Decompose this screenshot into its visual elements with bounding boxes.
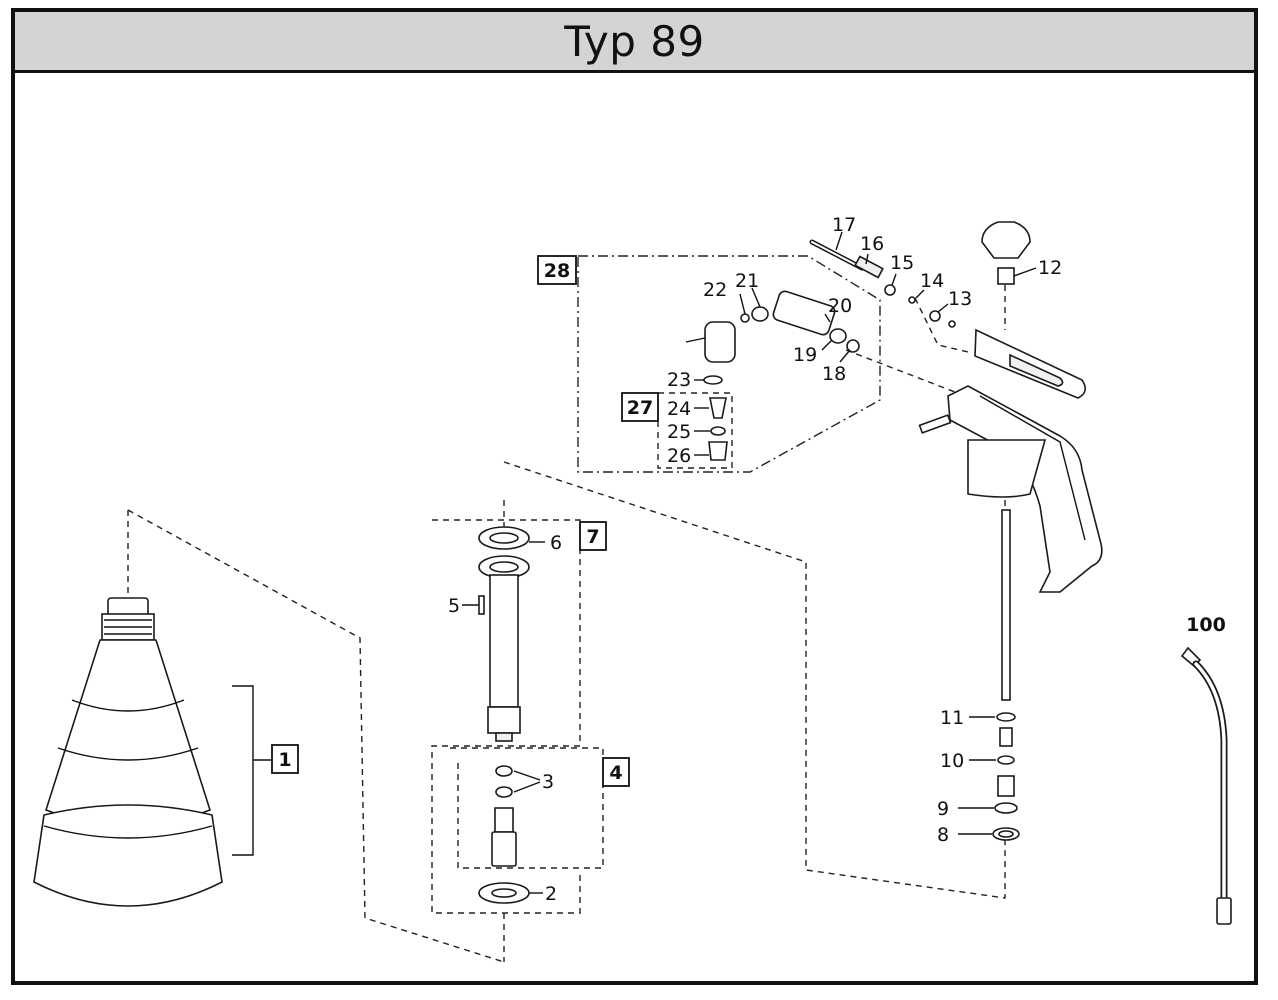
label-9: 9	[937, 798, 949, 820]
guide-pump-to-handle	[503, 461, 1006, 899]
guide-bottle-to-pump	[127, 509, 505, 963]
label-2: 2	[545, 883, 557, 905]
bottle-part	[33, 597, 223, 907]
group-box-7-outline	[431, 519, 581, 914]
valve-piston-20	[772, 290, 836, 336]
label-27: 27	[627, 397, 653, 419]
label-25: 25	[667, 421, 691, 443]
group-box-27-outline	[657, 392, 733, 469]
label-100: 100	[1186, 614, 1226, 636]
group-box-4-outline	[450, 747, 604, 869]
label-16: 16	[860, 233, 884, 255]
bottle-body	[45, 639, 211, 827]
washer-15	[884, 284, 896, 296]
page-title: Typ 89	[564, 16, 705, 66]
valve-group-parts	[685, 290, 860, 461]
pump-cylinder	[489, 574, 519, 708]
trigger-parts	[809, 239, 956, 328]
label-5: 5	[448, 595, 460, 617]
pin-14	[908, 296, 916, 304]
spring-16	[854, 255, 884, 279]
tube-parts	[992, 509, 1020, 841]
washer-18	[846, 339, 860, 353]
pump-parts	[478, 526, 530, 904]
washer-13	[929, 310, 941, 322]
o-ring-23	[703, 375, 723, 385]
assembly-guide-lines	[127, 255, 1006, 963]
group-box-28-outline	[577, 255, 881, 473]
label-10: 10	[940, 750, 964, 772]
label-13: 13	[948, 288, 972, 310]
o-ring-10	[997, 755, 1015, 765]
label-4: 4	[609, 762, 622, 784]
label-24: 24	[667, 398, 691, 420]
o-ring-21	[751, 306, 769, 322]
label-box-1	[271, 744, 299, 774]
label-box-28	[537, 255, 577, 285]
o-ring-11	[996, 712, 1016, 722]
label-22: 22	[703, 279, 727, 301]
label-19: 19	[793, 344, 817, 366]
label-28: 28	[544, 260, 570, 282]
label-14: 14	[920, 270, 944, 292]
knob-part-12	[981, 221, 1031, 285]
label-23: 23	[667, 369, 691, 391]
nozzle-24	[709, 397, 727, 419]
valve-housing	[491, 831, 517, 867]
label-15: 15	[890, 252, 914, 274]
washer-9	[994, 802, 1018, 814]
pump-cylinder-end	[487, 706, 521, 734]
knob-cap	[981, 221, 1031, 259]
label-17: 17	[832, 214, 856, 236]
valve-ball-lower	[495, 786, 513, 798]
label-box-7	[579, 521, 607, 551]
label-box-4	[602, 757, 630, 787]
handle-pin	[918, 414, 952, 434]
label-11: 11	[940, 707, 964, 729]
valve-body-22	[704, 321, 736, 363]
screw-5	[478, 595, 485, 615]
handle-body	[918, 328, 1103, 593]
o-ring-19	[829, 328, 847, 344]
extension-nozzle-100	[1180, 646, 1232, 925]
valve-ball-upper	[495, 765, 513, 777]
label-box-27	[621, 392, 659, 422]
fitting	[997, 775, 1015, 797]
handle-collar	[967, 439, 1047, 498]
tube	[1001, 509, 1011, 701]
label-21: 21	[735, 270, 759, 292]
label-26: 26	[667, 445, 691, 467]
o-ring-25	[710, 426, 726, 436]
label-8: 8	[937, 824, 949, 846]
label-18: 18	[822, 363, 846, 385]
label-3: 3	[542, 771, 554, 793]
bracket-part-1	[232, 685, 254, 856]
bottle-base-ring	[33, 804, 223, 907]
part-labels: 1 2 3 4 5 6 7 8 9 10 11 12 13 14 15 16 1…	[271, 214, 1226, 905]
label-12: 12	[1038, 257, 1062, 279]
label-1: 1	[278, 749, 291, 771]
title-bar: Typ 89	[15, 12, 1254, 73]
label-6: 6	[550, 532, 562, 554]
knob-nut	[997, 267, 1015, 285]
guide-valve-to-body	[845, 349, 956, 393]
nozzle-cap-26	[708, 441, 728, 461]
label-7: 7	[586, 526, 599, 548]
label-20: 20	[828, 295, 852, 317]
valve-spring	[494, 807, 514, 833]
nozzle-connector	[1216, 897, 1232, 925]
